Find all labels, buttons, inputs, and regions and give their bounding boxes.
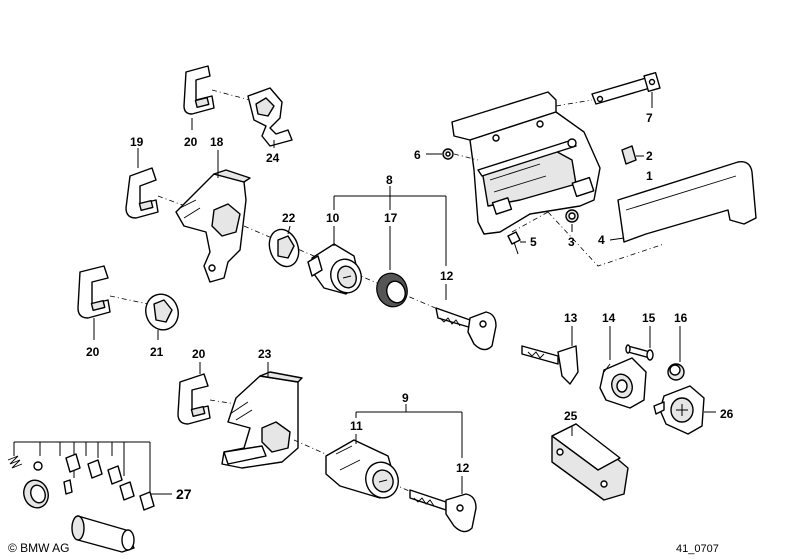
pin-part-15[interactable]	[625, 344, 654, 361]
label-20-left: 20	[86, 345, 100, 359]
label-23: 23	[258, 347, 272, 361]
label-14: 14	[602, 311, 616, 325]
label-4: 4	[598, 233, 605, 247]
rod-part-7[interactable]	[591, 71, 661, 105]
outer-handle-part-4[interactable]	[617, 161, 757, 243]
lock-part-14[interactable]	[599, 357, 647, 409]
lock-carrier-part-18[interactable]	[175, 169, 251, 283]
label-12-top: 12	[440, 269, 454, 283]
clip-part-19[interactable]	[125, 167, 159, 219]
key-part-13[interactable]	[521, 345, 579, 385]
label-22: 22	[282, 211, 296, 225]
ring-part-17[interactable]	[372, 269, 412, 311]
label-3: 3	[568, 235, 575, 249]
lock-carrier-part-23[interactable]	[221, 371, 303, 469]
catch-part-2[interactable]	[621, 145, 637, 165]
nut-part-6[interactable]	[442, 148, 454, 160]
label-7: 7	[646, 111, 653, 125]
cover-part-25[interactable]	[551, 423, 629, 501]
diagram-id: 41_0707	[676, 543, 719, 555]
label-20-bottom: 20	[192, 347, 206, 361]
label-25: 25	[564, 409, 578, 423]
label-15: 15	[642, 311, 656, 325]
key-part-12-top[interactable]	[435, 307, 497, 351]
label-16: 16	[674, 311, 688, 325]
label-27: 27	[176, 486, 192, 502]
ring-part-22[interactable]	[264, 225, 303, 270]
label-11: 11	[350, 419, 363, 433]
label-13: 13	[564, 311, 578, 325]
cap-part-16[interactable]	[667, 363, 685, 381]
leader-bracket-9	[355, 404, 463, 494]
clip-part-20-top[interactable]	[183, 65, 215, 115]
key-part-12-bottom[interactable]	[409, 489, 477, 533]
pivot-rod	[477, 138, 577, 177]
copyright-text: © BMW AG	[8, 541, 70, 555]
label-2: 2	[646, 149, 653, 163]
clip-part-20-left[interactable]	[77, 265, 111, 319]
label-1: 1	[646, 169, 653, 183]
label-21: 21	[150, 345, 164, 359]
label-26: 26	[720, 407, 734, 421]
lock-part-26[interactable]	[653, 385, 705, 435]
label-8: 8	[386, 173, 393, 187]
label-6: 6	[414, 148, 421, 162]
screw-part-5[interactable]	[507, 231, 521, 255]
repair-kit-part-27[interactable]	[7, 441, 172, 553]
label-12-bottom: 12	[456, 461, 470, 475]
lock-cylinder-part-11[interactable]	[325, 439, 403, 502]
ring-part-21[interactable]	[141, 290, 183, 335]
label-19: 19	[130, 135, 144, 149]
bracket-part-24[interactable]	[247, 87, 293, 147]
leader-bracket-8	[333, 186, 447, 300]
label-24: 24	[266, 151, 280, 165]
label-10: 10	[326, 211, 340, 225]
label-20-top: 20	[184, 135, 198, 149]
bushing-part-3[interactable]	[565, 209, 579, 223]
label-5: 5	[530, 235, 537, 249]
label-9: 9	[402, 391, 409, 405]
label-17: 17	[384, 211, 398, 225]
lock-cylinder-part-10[interactable]	[307, 243, 366, 297]
clip-part-20-bottom[interactable]	[177, 373, 211, 425]
label-18: 18	[210, 135, 224, 149]
